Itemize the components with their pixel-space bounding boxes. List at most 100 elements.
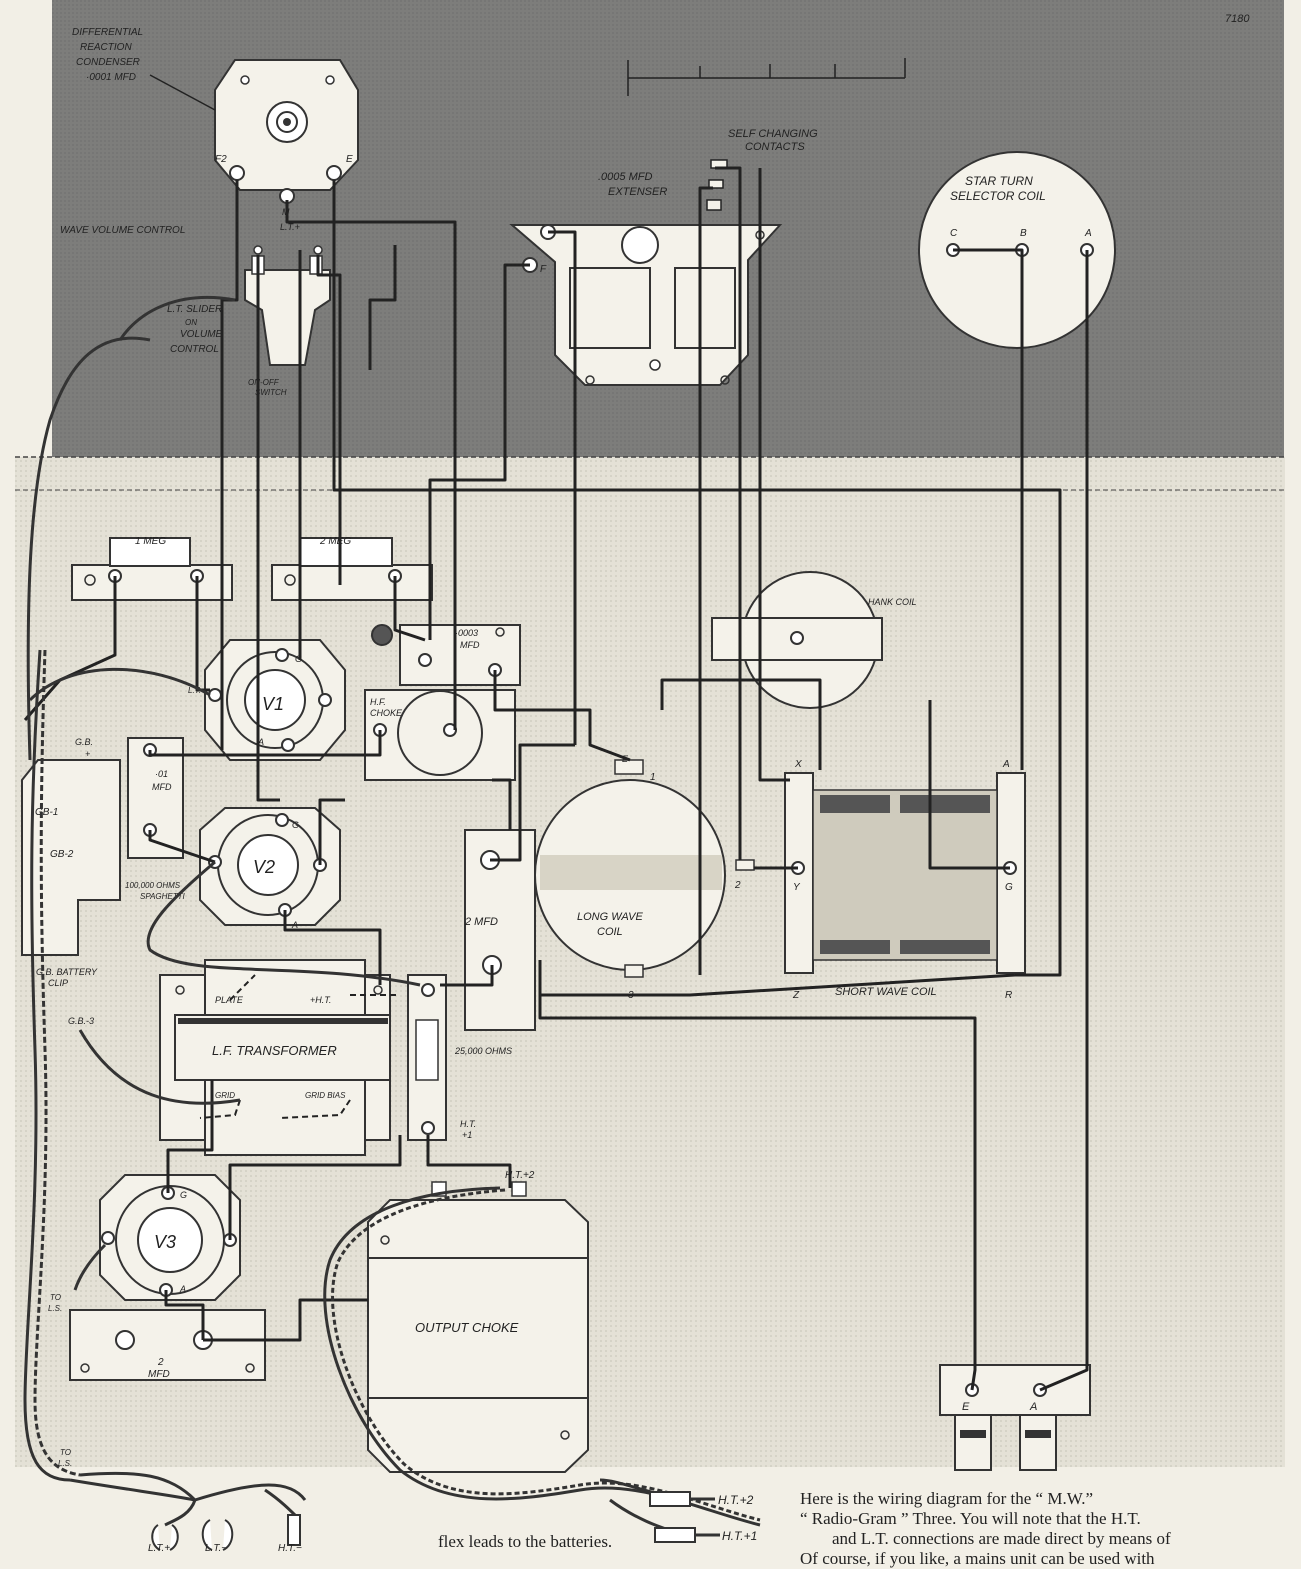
cap-0003 [371,624,521,686]
volume-control-label: WAVE VOLUME CONTROL [60,225,185,236]
sw-pin-g: G [1005,882,1013,893]
cap-01 [127,737,184,859]
diff-condenser-label-3: CONDENSER [76,57,140,68]
caption-line-1: Here is the wiring diagram for the “ M.W… [800,1489,1094,1508]
differential-condenser [214,59,359,204]
slider-label-3: VOLUME [180,329,223,340]
slider-label-2: ON [185,318,197,327]
sw-pin-z: Z [792,990,800,1001]
cap-2mfd-a-label: 2 MFD [464,916,498,928]
output-choke [367,1181,589,1473]
to-ls-1-b: L.S. [48,1304,62,1313]
lw-coil-label-2: COIL [597,926,623,938]
slider-label-4: CONTROL [170,344,219,355]
slider-label-1: L.T. SLIDER [167,304,222,315]
v3-g: G [180,1190,187,1200]
lead-ht1-label: H.T.+1 [722,1529,757,1543]
selector-coil-label-2: SELECTOR COIL [950,189,1046,203]
resistor-1meg [71,537,233,601]
grid-bias-label: GRID BIAS [305,1091,346,1100]
v3-a: A [179,1284,186,1294]
to-ls-2-b: L.S. [58,1459,72,1468]
res-1meg-label: 1 MEG [135,536,166,547]
pin-f2: F2 [215,154,227,165]
lt-plus-spade [151,1524,179,1551]
on-off-switch [244,245,331,366]
to-ls-1-a: TO [50,1293,61,1302]
sw-coil-label: SHORT WAVE COIL [835,986,937,998]
flex-leads [23,295,761,1527]
lt-plus-plug-label: L.T.+ [148,1543,170,1552]
v2-a: A [291,920,298,930]
extenser-label-1: .0005 MFD [598,171,652,183]
cap-2mfd-b [69,1309,266,1381]
cap-01-label-2: MFD [152,782,172,792]
self-changing-label-2: CONTACTS [745,141,805,153]
gb2-label: GB-2 [50,849,74,860]
ht-minus-plug [287,1514,301,1546]
page-ref: 7180 [1225,13,1250,25]
cap-2mfd-b-label-1: 2 [157,1357,164,1368]
v1-lt: L.T. [188,686,201,695]
sw-pin-a: A [1002,759,1010,770]
lt-minus-plug-label: L.T.− [205,1543,227,1552]
hf-choke-label-2: CHOKE [370,708,403,718]
v2-g: G [292,820,299,830]
long-wave-coil [534,759,755,978]
dial-scale [627,58,906,96]
lw-pin-2: 2 [734,880,741,891]
switch-label-2: SWITCH [255,388,287,397]
ht-plus1-label-1: H.T. [460,1119,476,1129]
self-changing-label-1: SELF CHANGING [728,128,818,140]
cap-0003-label-1: ·0003 [455,628,478,638]
sw-pin-r: R [1005,990,1012,1001]
ht-minus-plug-label: H.T.− [278,1543,302,1552]
caption-bottom-left: flex leads to the batteries. [438,1532,613,1551]
switch-label-1: ON-OFF [248,378,280,387]
selector-pin-a: A [1084,228,1092,239]
cap-01-label-1: ·01 [155,769,168,779]
lead-ht2-label: H.T.+2 [718,1493,754,1507]
lw-coil-label-1: LONG WAVE [577,911,643,923]
extenser-label-2: EXTENSER [608,186,667,198]
pin-f: F [540,264,547,275]
valve-v2 [199,807,341,926]
selector-coil-label-1: STAR TURN [965,174,1033,188]
lt-minus-spade [201,1519,234,1551]
grid-label: GRID [215,1091,235,1100]
plate-label: PLATE [215,995,244,1005]
lf-transformer [159,959,391,1156]
terminal-e: E [962,1401,970,1413]
gb1-label: GB-1 [35,807,58,818]
cap-2mfd-a [464,829,536,1031]
output-choke-label: OUTPUT CHOKE [415,1320,519,1335]
caption-bottom-right: Of course, if you like, a mains unit can… [800,1549,1155,1568]
v2-label: V2 [253,857,275,877]
dashed-wires [199,974,400,1119]
ht-plus2-label: H.T.+2 [505,1170,535,1181]
res-2meg-label: 2 MEG [319,536,351,547]
lw-pin-1: 1 [650,772,656,783]
sw-pin-y: Y [793,882,801,893]
gb-plus-1: G.B. [75,737,93,747]
gb-battery-clip [21,759,121,956]
hf-choke-label-1: H.F. [370,697,386,707]
caption-line-2: “ Radio-Gram ” Three. You will note that… [800,1509,1141,1528]
cap-0003-label-2: MFD [460,640,480,650]
terminal-a: A [1029,1401,1037,1413]
valve-v3 [99,1174,241,1301]
ht-plus1-label-2: +1 [462,1130,472,1140]
lt-plus-label: L.T.+ [280,222,300,232]
v1-a: A [257,737,264,747]
hank-coil-label: HANK COIL [868,597,917,607]
aerial-earth-terminals [939,1364,1091,1471]
ht-plus-label: +H.T. [310,995,331,1005]
selector-pin-b: B [1020,228,1027,239]
spaghetti-label-2: SPAGHETTI [140,892,186,901]
diff-condenser-label-4: ·0001 MFD [86,72,136,83]
gb-clip-label-2: CLIP [48,978,68,988]
gb-plus-2: + [85,749,90,759]
ht1-plug [654,1527,720,1543]
short-wave-coil [784,772,1026,974]
